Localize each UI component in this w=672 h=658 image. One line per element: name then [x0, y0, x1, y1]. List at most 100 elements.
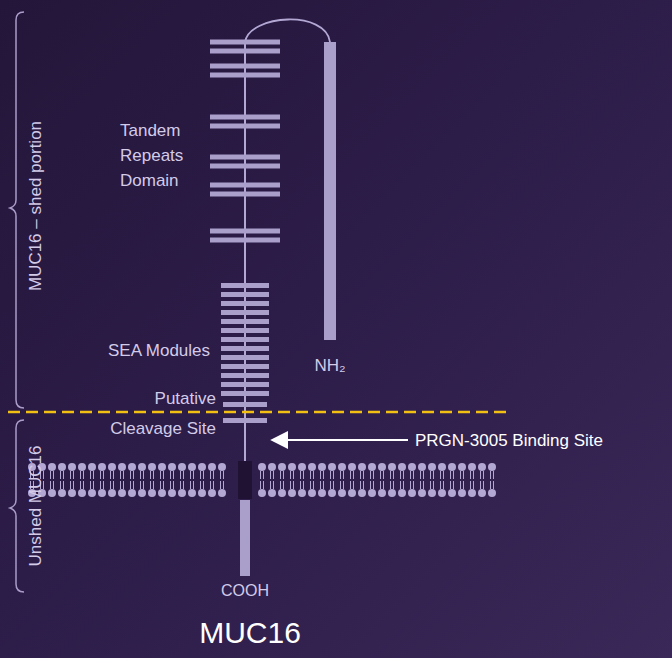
lipid-tail	[313, 471, 314, 479]
terminus-label-box: COOH	[205, 580, 285, 602]
sea-module	[221, 337, 269, 342]
lipid-head	[328, 489, 336, 497]
lipid-tail	[60, 471, 61, 479]
lipid-tail	[320, 481, 321, 489]
lipid-head	[118, 489, 126, 497]
lipid	[428, 463, 436, 497]
site-label-box: Putative Cleavage Site	[98, 384, 216, 444]
lipid-tail	[290, 481, 291, 489]
domain-label: Tandem Repeats Domain	[120, 118, 212, 193]
lipid-tail	[193, 481, 194, 489]
lipid-head	[448, 489, 456, 497]
lipid-head	[298, 489, 306, 497]
bracket-label-box: Unshed MUC16	[24, 406, 48, 606]
lipid-head	[118, 463, 126, 471]
lipid-tail	[463, 471, 464, 479]
lipid-tail	[263, 471, 264, 479]
lipid	[148, 463, 156, 497]
lipid-tail	[360, 471, 361, 479]
lipid-tail	[490, 481, 491, 489]
lipid	[478, 463, 486, 497]
lipid-tail	[473, 471, 474, 479]
lipid-head	[408, 463, 416, 471]
lipid-tail	[270, 471, 271, 479]
lipid-tail	[210, 481, 211, 489]
lipid-tail	[213, 481, 214, 489]
lipid-head	[258, 489, 266, 497]
lipid-head	[378, 463, 386, 471]
lipid-tail	[360, 481, 361, 489]
cleavage-line	[8, 411, 510, 414]
lipid	[348, 463, 356, 497]
lipid-head	[348, 463, 356, 471]
lipid-tail	[163, 471, 164, 479]
terminus-label: NH₂	[300, 354, 360, 378]
lipid-tail	[350, 471, 351, 479]
site-label: Putative Cleavage Site	[98, 384, 216, 444]
lipid-tail	[423, 481, 424, 489]
lipid-tail	[420, 481, 421, 489]
lipid-head	[278, 463, 286, 471]
transmembrane-segment	[238, 461, 252, 499]
sea-module	[221, 283, 269, 288]
lipid-tail	[260, 471, 261, 479]
lipid-tail	[200, 471, 201, 479]
lipid-tail	[223, 471, 224, 479]
lipid-tail	[273, 471, 274, 479]
domain-label-box: SEA Modules	[108, 339, 220, 363]
lipid-tail	[180, 481, 181, 489]
lipid-head	[318, 463, 326, 471]
lipid-head	[258, 463, 266, 471]
lipid-tail	[183, 471, 184, 479]
lipid-tail	[343, 481, 344, 489]
lipid-tail	[333, 481, 334, 489]
lipid-head	[268, 489, 276, 497]
lipid-tail	[350, 481, 351, 489]
lipid-tail	[440, 471, 441, 479]
lipid-tail	[450, 471, 451, 479]
lipid	[218, 463, 226, 497]
lipid-head	[218, 489, 226, 497]
lipid-tail	[100, 471, 101, 479]
tandem-repeat	[210, 64, 280, 69]
lipid-tail	[410, 471, 411, 479]
binding-site-label: PRGN-3005 Binding Site	[415, 429, 665, 453]
unshed-bracket	[10, 420, 24, 592]
lipid-tail	[483, 471, 484, 479]
bracket-label-box: MUC16 – shed portion	[24, 6, 48, 406]
bracket-label: MUC16 – shed portion	[24, 6, 48, 406]
lipid-tail	[340, 481, 341, 489]
lipid-head	[398, 489, 406, 497]
lipid-head	[348, 489, 356, 497]
lipid-tail	[323, 471, 324, 479]
lipid	[468, 463, 476, 497]
lipid-tail	[60, 481, 61, 489]
lipid-tail	[333, 471, 334, 479]
lipid-tail	[373, 471, 374, 479]
protein-backbone	[244, 42, 246, 462]
terminus-label: COOH	[205, 580, 285, 602]
lipid	[188, 463, 196, 497]
lipid-tail	[103, 471, 104, 479]
lipid-head	[438, 463, 446, 471]
lipid-head	[418, 489, 426, 497]
lipid	[438, 463, 446, 497]
lipid-tail	[383, 481, 384, 489]
lipid	[168, 463, 176, 497]
lipid-head	[138, 489, 146, 497]
cytoplasmic-tail	[240, 500, 250, 576]
lipid-head	[428, 463, 436, 471]
domain-label: SEA Modules	[108, 339, 220, 363]
lipid-tail	[300, 471, 301, 479]
lipid-head	[108, 489, 116, 497]
sea-module	[221, 328, 269, 333]
lipid-tail	[160, 481, 161, 489]
lipid-head	[468, 463, 476, 471]
lipid-head	[288, 463, 296, 471]
lipid-tail	[383, 471, 384, 479]
lipid-head	[78, 463, 86, 471]
tandem-repeat	[210, 115, 280, 120]
lipid-tail	[70, 471, 71, 479]
lipid-tail	[110, 481, 111, 489]
